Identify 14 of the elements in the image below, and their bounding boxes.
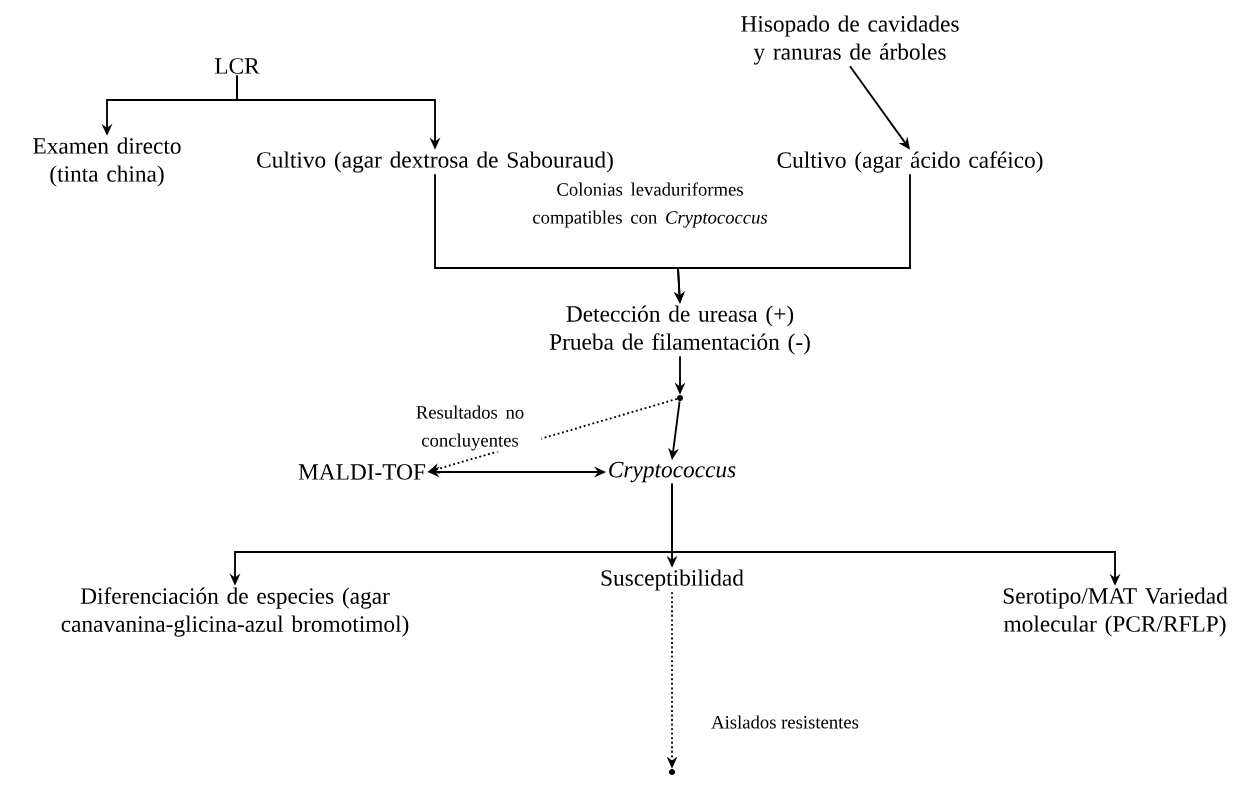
- note-text: Colonias levaduriformes compatibles con Cryptococcus: [533, 182, 768, 228]
- step-text: LCR: [215, 58, 260, 74]
- step-text: Diferenciación de especies (agar canavanina-glicina-azul bromotimol): [61, 587, 409, 637]
- edge-label: Resultados no concluyentes: [398, 404, 542, 452]
- step-text: Examen directo (tinta china): [33, 137, 181, 187]
- step-text: Cultivo (agar dextrosa de Sabouraud): [257, 151, 613, 173]
- edge-label: Aislados resistentes: [709, 714, 861, 730]
- step-text: Detección de ureasa (+) Prueba de filamentación (-): [549, 305, 810, 355]
- step-text: MALDI-TOF: [298, 464, 426, 480]
- step-text: Hisopado de cavidades y ranuras de árboles: [741, 15, 959, 65]
- step-text: Serotipo/MAT Variedad molecular (PCR/RFLP): [1003, 587, 1228, 637]
- step-text: Cultivo (agar ácido caféico): [777, 151, 1043, 173]
- step-text: Susceptibilidad: [601, 569, 744, 591]
- step-text: Cryptococcus: [609, 461, 736, 483]
